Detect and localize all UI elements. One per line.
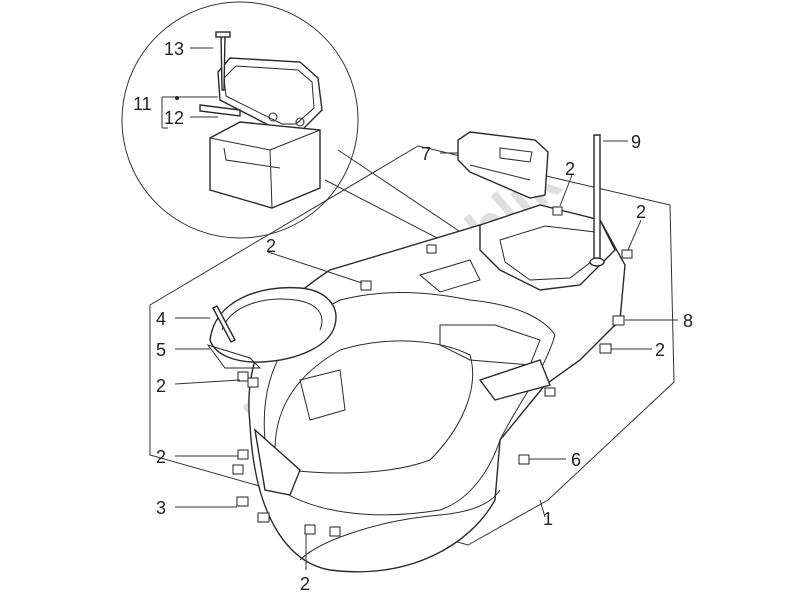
callout-4: 4 xyxy=(156,309,166,329)
callout-2-right: 2 xyxy=(636,202,646,222)
leader-lines xyxy=(161,47,678,570)
callout-2-upper-left: 2 xyxy=(266,236,276,256)
callout-2-top: 2 xyxy=(565,159,575,179)
callout-2-mid-right: 2 xyxy=(655,340,665,360)
callout-1: 1 xyxy=(543,509,553,529)
callout-2-lower-left: 2 xyxy=(156,447,166,467)
callout-6: 6 xyxy=(571,450,581,470)
callout-labels: 13 11 12 7 2 9 2 2 4 8 5 2 2 2 6 3 1 2 xyxy=(133,39,693,594)
callout-11: 11 xyxy=(133,94,152,114)
lid-part-5 xyxy=(206,286,337,369)
callout-2-mid-left: 2 xyxy=(156,376,166,396)
cover-part-7 xyxy=(457,131,549,199)
battery-detail-inset xyxy=(121,1,481,256)
callout-9: 9 xyxy=(631,132,641,152)
helmet-compartment xyxy=(248,204,626,573)
callout-2-bottom: 2 xyxy=(300,574,310,594)
clip-set xyxy=(232,206,633,537)
callout-5: 5 xyxy=(156,340,166,360)
callout-8: 8 xyxy=(683,311,693,331)
callout-3: 3 xyxy=(156,498,166,518)
callout-12: 12 xyxy=(164,108,184,128)
callout-7: 7 xyxy=(421,144,431,164)
screw-part-9 xyxy=(589,134,605,267)
callout-13: 13 xyxy=(164,39,184,59)
